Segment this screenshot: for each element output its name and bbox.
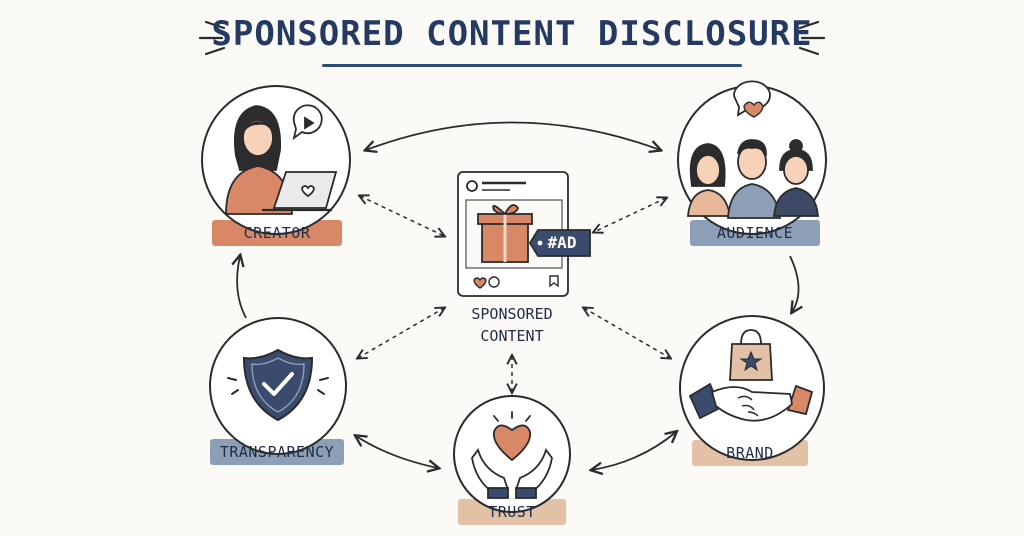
person-with-laptop-icon [225, 104, 338, 215]
label-audience: AUDIENCE [690, 218, 820, 248]
group-of-people-icon [687, 80, 819, 219]
label-sponsored-content: SPONSORED CONTENT [452, 303, 572, 347]
connector-brand-trust [592, 432, 676, 470]
label-sponsored-line1: SPONSORED [471, 305, 553, 323]
shield-check-icon [227, 348, 329, 422]
label-sponsored-line2: CONTENT [480, 327, 544, 345]
page-title: SPONSORED CONTENT DISCLOSURE [211, 14, 813, 54]
dashed-connectors [358, 196, 670, 392]
label-brand: BRAND [692, 438, 808, 468]
title-underline [322, 64, 742, 67]
title-flourish-right [798, 20, 826, 56]
label-trust: TRUST [458, 497, 566, 527]
handshake-shopping-bag-icon [688, 329, 814, 422]
label-transparency: TRANSPARENCY [210, 437, 344, 467]
connector-audience-brand [789, 255, 799, 312]
hands-holding-heart-icon [471, 411, 553, 499]
connector-creator-audience [366, 121, 660, 151]
title-flourish-left [198, 20, 226, 56]
social-post-gift-icon [457, 171, 591, 297]
connector-transparency-creator [237, 256, 247, 319]
ad-tag-label: #AD [547, 233, 577, 252]
label-creator: CREATOR [212, 218, 342, 248]
connector-trust-transparency [356, 436, 438, 468]
